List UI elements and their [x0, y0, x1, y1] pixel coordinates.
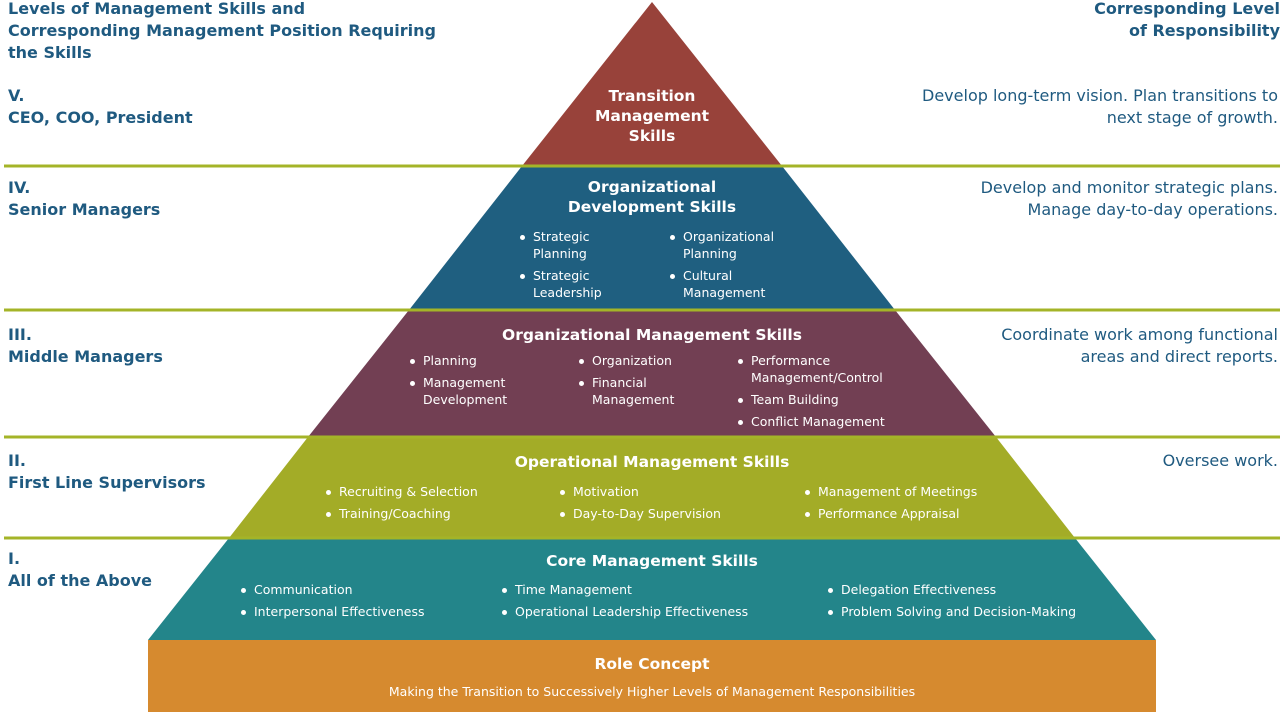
level-2-responsibility: Oversee work. [1162, 451, 1278, 470]
left-header: Levels of Management Skills and Correspo… [8, 0, 436, 62]
skill-item: Financial Management [577, 374, 697, 408]
skill-title-level-5: Transition Management Skills [594, 87, 710, 145]
level-5-responsibility: Develop long-term vision. Plan transitio… [922, 86, 1278, 127]
skill-item: Motivation [558, 483, 758, 500]
band-level-4 [409, 166, 895, 310]
skill-item: Strategic Leadership [518, 267, 628, 301]
level-4-responsibility: Develop and monitor strategic plans. Man… [980, 178, 1278, 219]
skill-item: Organization [577, 352, 697, 369]
skill-item: Operational Leadership Effectiveness [500, 603, 790, 620]
skill-item: Training/Coaching [324, 505, 524, 522]
skill-item: Performance Management/Control [736, 352, 916, 386]
band-level-5 [522, 2, 782, 166]
skill-item: Communication [239, 581, 469, 598]
skill-item: Strategic Planning [518, 228, 628, 262]
band-level-3 [308, 310, 996, 437]
level-3-responsibility: Coordinate work among functional areas a… [1001, 325, 1278, 366]
skill-item: Recruiting & Selection [324, 483, 524, 500]
level-4-label: IV.Senior Managers [8, 178, 161, 219]
right-header: Corresponding Level of Responsibility [1094, 0, 1280, 40]
skill-item: Performance Appraisal [803, 505, 1003, 522]
skill-item: Problem Solving and Decision-Making [826, 603, 1126, 620]
level-3-label: III.Middle Managers [8, 325, 163, 366]
band-level-2 [229, 437, 1075, 538]
skill-item: Organizational Planning [668, 228, 798, 262]
skill-item: Day-to-Day Supervision [558, 505, 758, 522]
level-1-label: I.All of the Above [8, 549, 153, 590]
skill-title-level-2: Operational Management Skills [514, 453, 790, 471]
level-2-label: II.First Line Supervisors [8, 451, 206, 492]
skill-item: Conflict Management [736, 413, 916, 430]
skill-item: Team Building [736, 391, 916, 408]
skill-title-level-4: Organizational Development Skills [567, 178, 737, 216]
skill-title-level-1: Core Management Skills [546, 552, 758, 570]
skill-item: Planning [408, 352, 548, 369]
skill-item: Time Management [500, 581, 790, 598]
skill-item: Interpersonal Effectiveness [239, 603, 469, 620]
foundation-title: Role Concept [594, 655, 710, 673]
skill-title-level-3: Organizational Management Skills [502, 326, 802, 344]
skill-item: Management Development [408, 374, 548, 408]
skill-item: Management of Meetings [803, 483, 1003, 500]
foundation-subtitle: Making the Transition to Successively Hi… [388, 684, 916, 699]
band-level-1 [148, 538, 1156, 640]
level-5-label: V.CEO, COO, President [8, 86, 193, 127]
skill-item: Cultural Management [668, 267, 798, 301]
skill-item: Delegation Effectiveness [826, 581, 1126, 598]
foundation-band [148, 640, 1156, 712]
